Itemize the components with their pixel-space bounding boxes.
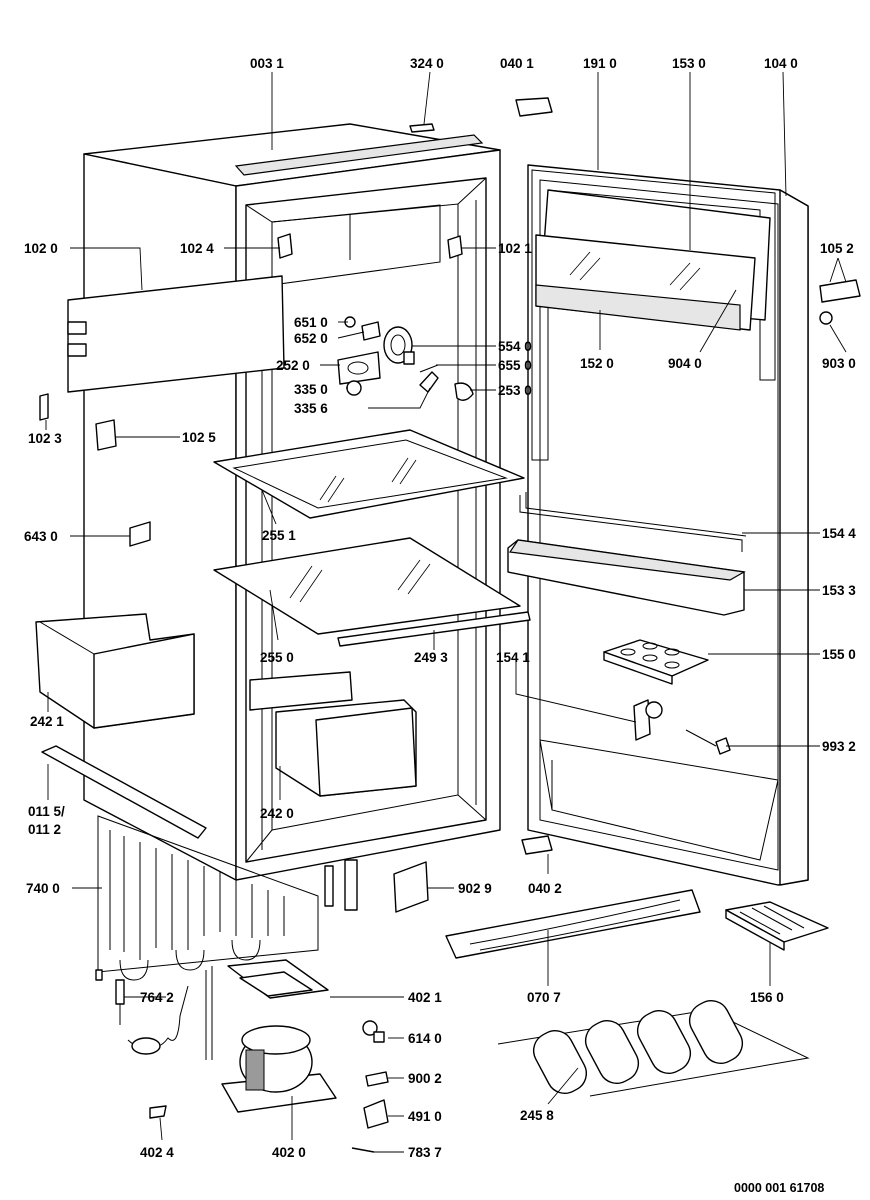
relay-6140 — [362, 1020, 385, 1043]
label-9030: 903 0 — [822, 356, 856, 371]
label-6520: 652 0 — [294, 331, 328, 346]
freezer-flap — [67, 275, 285, 393]
label-7400: 740 0 — [26, 881, 60, 896]
label-1052: 105 2 — [820, 241, 854, 256]
compressor-bracket — [205, 959, 329, 1060]
glass-shelf-upper — [213, 429, 525, 519]
label-7837: 783 7 — [408, 1145, 442, 1160]
label-2458: 245 8 — [520, 1108, 554, 1123]
label-0707: 070 7 — [527, 990, 561, 1005]
label-1910: 191 0 — [583, 56, 617, 71]
label-1541: 154 1 — [496, 650, 530, 665]
label-1020: 102 0 — [24, 241, 58, 256]
label-1520: 152 0 — [580, 356, 614, 371]
label-1023: 102 3 — [28, 431, 62, 446]
compressor — [221, 1025, 337, 1113]
label-3356: 335 6 — [294, 401, 328, 416]
hinge-1052 — [819, 279, 861, 325]
label-1544: 154 4 — [822, 526, 856, 541]
cover-9029 — [393, 861, 429, 913]
crisper-drawer-left — [35, 613, 195, 729]
cover-4910 — [363, 1099, 389, 1129]
label-2493: 249 3 — [414, 650, 448, 665]
label-9932: 993 2 — [822, 739, 856, 754]
label-9029: 902 9 — [458, 881, 492, 896]
label-6550: 655 0 — [498, 358, 532, 373]
label-5540: 554 0 — [498, 339, 532, 354]
crisper-drawer-right — [249, 671, 417, 797]
label-4024: 402 4 — [140, 1145, 174, 1160]
label-0402: 040 2 — [528, 881, 562, 896]
label-6430: 643 0 — [24, 529, 58, 544]
label-4910: 491 0 — [408, 1109, 442, 1124]
shelf-rail — [337, 611, 531, 647]
condenser — [95, 815, 319, 981]
label-1550: 155 0 — [822, 647, 856, 662]
label-6140: 614 0 — [408, 1031, 442, 1046]
sensor-9932 — [685, 729, 731, 755]
bracket-0401 — [515, 97, 553, 117]
label-2421: 242 1 — [30, 714, 64, 729]
label-2551: 255 1 — [262, 528, 296, 543]
cabinet-body — [83, 123, 501, 911]
document-number: 0000 001 61708 — [734, 1181, 824, 1195]
pin-7837 — [351, 1147, 375, 1153]
label-2520: 252 0 — [276, 358, 310, 373]
label-7642: 764 2 — [140, 990, 174, 1005]
bracket-1541 — [633, 699, 663, 741]
label-0031: 003 1 — [250, 56, 284, 71]
part-labels: 003 1 324 0 040 1 191 0 153 0 104 0 102 … — [24, 56, 856, 1195]
label-6510: 651 0 — [294, 315, 328, 330]
label-0401: 040 1 — [500, 56, 534, 71]
label-0112: 011 2 — [28, 822, 61, 837]
label-4020: 402 0 — [272, 1145, 306, 1160]
label-1530: 153 0 — [672, 56, 706, 71]
hinge-1025 — [95, 419, 117, 451]
hinge-1023 — [39, 393, 49, 421]
defrost-heater — [497, 999, 810, 1097]
label-1024: 102 4 — [180, 241, 214, 256]
label-2530: 253 0 — [498, 383, 532, 398]
clip-6430 — [129, 521, 151, 547]
door-top-compartment — [535, 189, 771, 331]
clip-4024 — [149, 1105, 167, 1119]
door-shelf — [507, 539, 746, 616]
door — [527, 164, 809, 886]
spacer-0707 — [445, 889, 701, 959]
hinge-1021 — [447, 235, 463, 259]
label-1533: 153 3 — [822, 583, 856, 598]
drier-tubing — [115, 979, 189, 1055]
clip-3240 — [409, 123, 435, 133]
leader-lines — [45, 71, 847, 1153]
label-9002: 900 2 — [408, 1071, 442, 1086]
front-trim — [41, 745, 207, 839]
clip-9002 — [365, 1071, 389, 1087]
label-3350: 335 0 — [294, 382, 328, 397]
label-0115: 011 5/ — [28, 804, 65, 819]
ice-tray — [725, 901, 829, 951]
label-1021: 102 1 — [498, 241, 532, 256]
egg-tray — [603, 639, 709, 685]
label-2550: 255 0 — [260, 650, 294, 665]
label-3240: 324 0 — [410, 56, 444, 71]
label-9040: 904 0 — [668, 356, 702, 371]
label-4021: 402 1 — [408, 990, 442, 1005]
door-rail — [519, 492, 747, 552]
bracket-0402 — [521, 835, 553, 855]
thermostat-assembly — [337, 316, 474, 401]
glass-shelf-lower — [213, 537, 521, 635]
label-1025: 102 5 — [182, 430, 216, 445]
hinge-1024 — [277, 233, 293, 259]
label-1040: 104 0 — [764, 56, 798, 71]
label-2420: 242 0 — [260, 806, 294, 821]
label-1560: 156 0 — [750, 990, 784, 1005]
